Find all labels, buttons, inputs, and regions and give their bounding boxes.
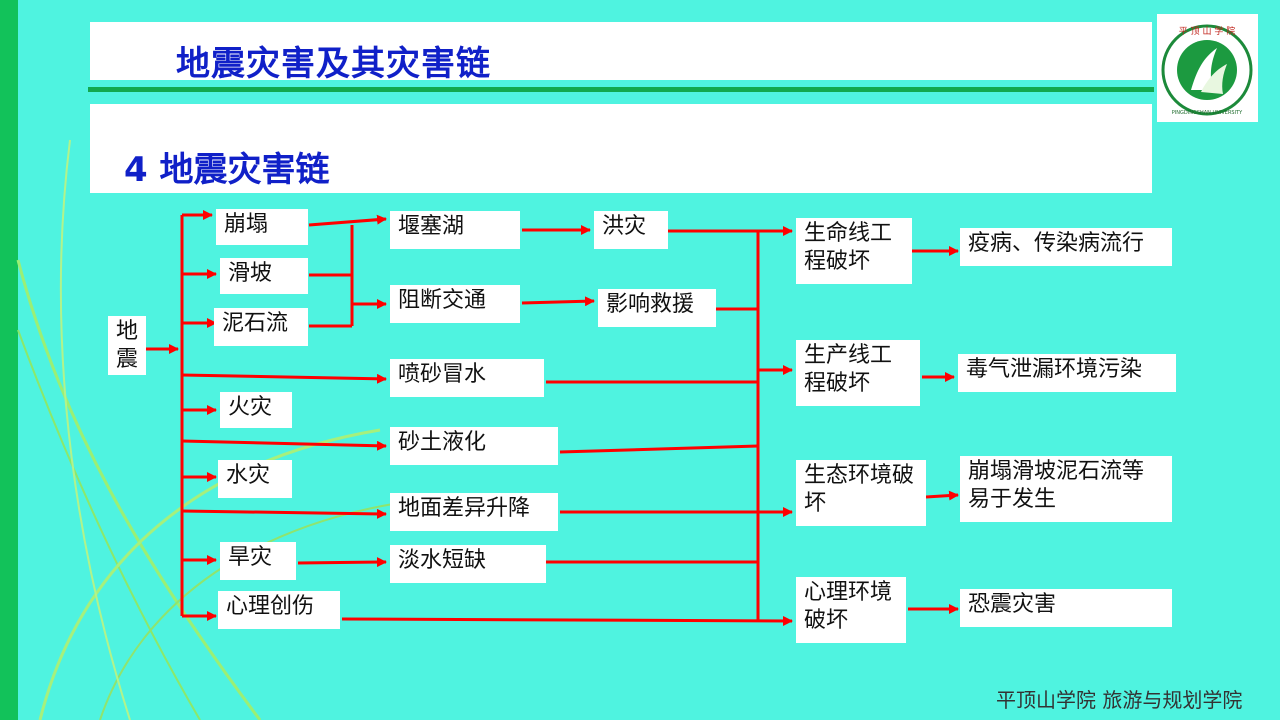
node-yansaihu: 堰塞湖 xyxy=(390,211,520,249)
node-penshamaoshui: 喷砂冒水 xyxy=(390,359,544,397)
node-huozai: 火灾 xyxy=(220,392,292,428)
node-bengta: 崩塌 xyxy=(216,209,308,245)
node-hongzai: 洪灾 xyxy=(594,211,668,249)
node-dimian: 地面差异升降 xyxy=(390,493,558,531)
node-duqi: 毒气泄漏环境污染 xyxy=(958,354,1176,392)
left-accent-bar xyxy=(0,0,18,720)
node-bengta-yifa: 崩塌滑坡泥石流等易于发生 xyxy=(960,456,1172,522)
section-subtitle: 4 地震灾害链 xyxy=(124,150,330,190)
title-banner xyxy=(90,22,1152,80)
node-zuduan: 阻断交通 xyxy=(390,285,520,323)
subtitle-banner xyxy=(90,104,1152,193)
node-jiuyuan: 影响救援 xyxy=(598,289,716,327)
node-shengchan: 生产线工程破坏 xyxy=(796,340,920,406)
node-yibing: 疫病、传染病流行 xyxy=(960,228,1172,266)
logo-bottom-text: PINGDINGSHAN UNIVERSITY xyxy=(1172,110,1243,116)
node-shatu: 砂土液化 xyxy=(390,427,558,465)
node-xinlihuanjing: 心理环境破坏 xyxy=(796,577,906,643)
node-danshui: 淡水短缺 xyxy=(390,545,546,583)
node-shengtai: 生态环境破坏 xyxy=(796,460,926,526)
node-xinli: 心理创伤 xyxy=(218,591,340,629)
node-huapo: 滑坡 xyxy=(220,258,308,294)
node-dizhen: 地震 xyxy=(108,316,146,375)
node-kongzhen: 恐震灾害 xyxy=(960,589,1172,627)
page-title: 地震灾害及其灾害链 xyxy=(176,44,491,84)
node-shuizai: 水灾 xyxy=(218,460,292,498)
university-logo: 平 顶 山 学 院 PINGDINGSHAN UNIVERSITY xyxy=(1157,14,1258,122)
node-nishiliu: 泥石流 xyxy=(214,308,308,346)
title-divider xyxy=(88,87,1154,92)
footer-text: 平顶山学院 旅游与规划学院 xyxy=(996,688,1243,712)
node-shengming: 生命线工程破坏 xyxy=(796,218,912,284)
logo-top-text: 平 顶 山 学 院 xyxy=(1179,25,1235,37)
node-hanzai: 旱灾 xyxy=(220,542,296,580)
